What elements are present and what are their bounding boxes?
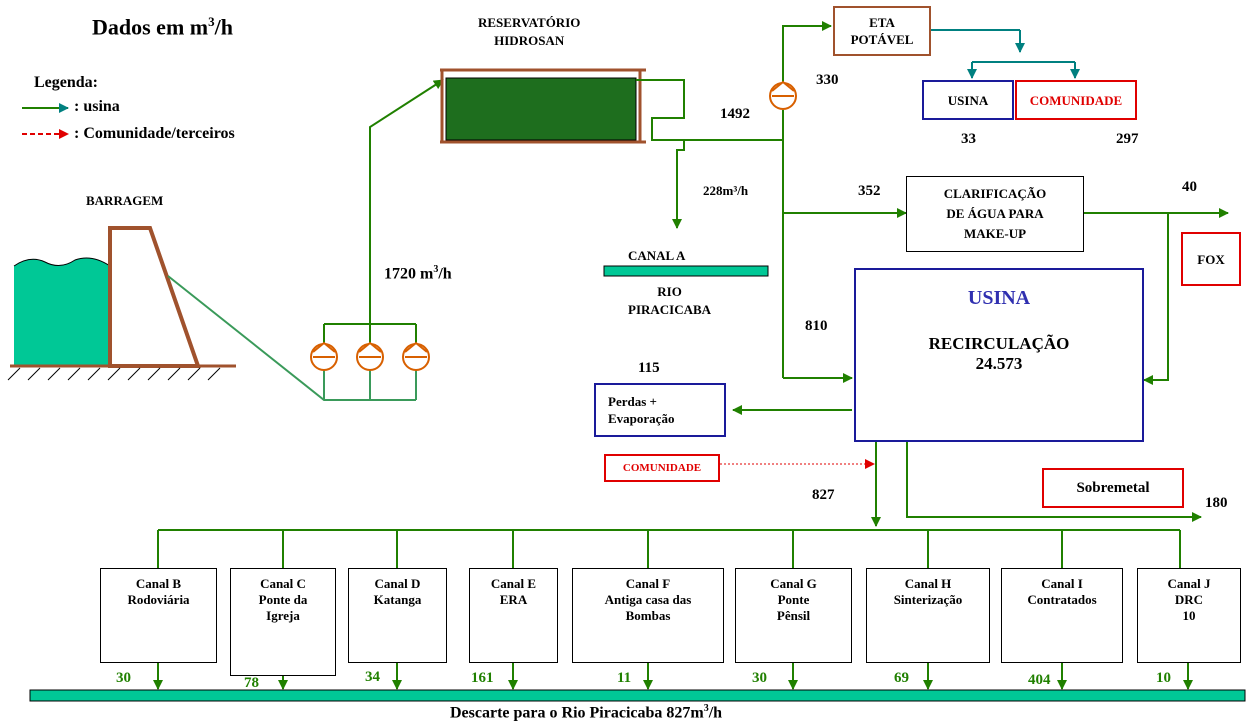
- legend-title: Legenda:: [34, 74, 98, 91]
- canal-d-box: Canal D Katanga: [348, 568, 447, 663]
- flow-180-line: [906, 442, 1202, 522]
- makeup-return-line: [1143, 213, 1169, 385]
- flow-352-label: 352: [858, 183, 881, 199]
- recirculacao-label: RECIRCULAÇÃO 24.573: [928, 334, 1070, 373]
- flow-330-line: [782, 21, 832, 82]
- flow-228-label: 228m³/h: [703, 183, 749, 198]
- pump-icon: [356, 341, 384, 371]
- eta-distribution: [930, 29, 1080, 79]
- flow-1492-label: 1492: [720, 106, 750, 122]
- flow-297-label: 297: [1116, 131, 1139, 147]
- rio-piracicaba-label: RIO PIRACICABA: [628, 284, 712, 317]
- flow-330-label: 330: [816, 72, 839, 88]
- descarte-label: Descarte para o Rio Piracicaba 827m3/h: [450, 703, 723, 722]
- usina-box-small: USINA: [922, 80, 1014, 120]
- sobremetal-box: Sobremetal: [1042, 468, 1184, 508]
- canal-c-box: Canal C Ponte da Igreja: [230, 568, 336, 676]
- canal-i-box: Canal I Contratados: [1001, 568, 1123, 663]
- flow-810-label: 810: [805, 318, 828, 334]
- canal-a-bar: [603, 265, 769, 277]
- canal-e-flow: 161: [471, 670, 494, 686]
- flow-228-line: [672, 140, 685, 229]
- comunidade-box-mid: COMUNIDADE: [604, 454, 720, 482]
- pump-manifold: [323, 370, 417, 400]
- canal-a-label: CANAL A: [628, 248, 686, 263]
- perdas-evaporacao-box: Perdas + Evaporação: [594, 383, 726, 437]
- reservatorio-tank: [440, 68, 646, 144]
- flow-827-label: 827: [812, 487, 835, 503]
- canal-h-flow: 69: [894, 670, 909, 686]
- pump-icon: [402, 341, 430, 371]
- canal-h-box: Canal H Sinterização: [866, 568, 990, 663]
- pump-icon: [310, 341, 338, 371]
- canal-j-box: Canal J DRC 10: [1137, 568, 1241, 663]
- canal-g-box: Canal G Ponte Pênsil: [735, 568, 852, 663]
- comunidade-box-top: COMUNIDADE: [1015, 80, 1137, 120]
- canal-d-flow: 34: [365, 669, 380, 685]
- intake-pipe: [167, 275, 416, 401]
- pump-icon: [769, 80, 797, 110]
- reservoir-outlet: [636, 79, 783, 141]
- canal-j-flow: 10: [1156, 670, 1171, 686]
- canais-discharge: [153, 663, 1193, 690]
- barragem-label: BARRAGEM: [86, 193, 164, 208]
- eta-potavel-box: ETA POTÁVEL: [833, 6, 931, 56]
- canal-f-box: Canal F Antiga casa das Bombas: [572, 568, 724, 663]
- usina-main-title: USINA: [967, 287, 1031, 309]
- clarificacao-box: CLARIFICAÇÃO DE ÁGUA PARA MAKE-UP: [906, 176, 1084, 252]
- flow-40-label: 40: [1182, 179, 1197, 195]
- canal-g-flow: 30: [752, 670, 767, 686]
- page-title: Dados em m3/h: [92, 14, 233, 40]
- reservatorio-label: RESERVATÓRIO HIDROSAN: [478, 15, 581, 48]
- flow-1720-line: [369, 79, 444, 324]
- flow-180-label: 180: [1205, 495, 1228, 511]
- flow-115-label: 115: [638, 360, 660, 376]
- barragem-dam: [7, 226, 236, 381]
- canal-e-box: Canal E ERA: [469, 568, 558, 663]
- usina-main-box: USINA RECIRCULAÇÃO 24.573: [854, 268, 1144, 442]
- canal-f-flow: 11: [617, 670, 632, 686]
- flow-1720-label: 1720 m3/h: [384, 264, 452, 283]
- rio-piracicaba-bar: [29, 689, 1246, 702]
- fox-box: FOX: [1181, 232, 1241, 286]
- legend-usina-label: : usina: [74, 98, 120, 115]
- canal-i-flow: 404: [1028, 672, 1051, 688]
- canal-c-flow: 78: [244, 675, 259, 691]
- legend-comunidade-label: : Comunidade/terceiros: [74, 125, 235, 142]
- canais-distribution: [157, 529, 1181, 568]
- canal-b-flow: 30: [116, 670, 131, 686]
- flow-33-label: 33: [961, 131, 976, 147]
- canal-b-box: Canal B Rodoviária: [100, 568, 217, 663]
